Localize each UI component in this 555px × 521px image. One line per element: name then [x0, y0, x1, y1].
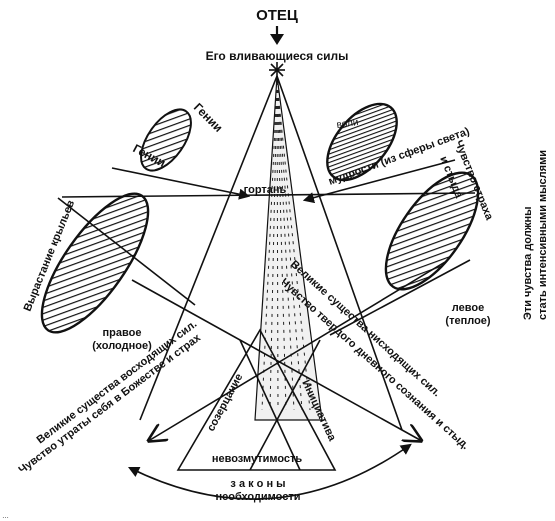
- throat-label: гортань: [244, 184, 287, 196]
- ascending-label-2: Чувство утраты себя в Божестве и страх: [17, 331, 204, 476]
- star-icon: [269, 62, 285, 78]
- title-father: ОТЕЦ: [256, 7, 298, 24]
- equanimity-label: невозмутимость: [212, 453, 303, 465]
- genii-label-1: Гении: [191, 100, 226, 135]
- feelings-label-1: Эти чувства должны: [522, 206, 534, 320]
- left-warm-label: левое: [452, 302, 484, 314]
- father-arrow: [270, 26, 284, 45]
- left-warm-sub: (теплое): [445, 315, 490, 327]
- necessity-label: необходимости: [216, 491, 301, 503]
- inflowing-forces-label: Его вливающиеся силы: [206, 49, 349, 63]
- right-cold-sub: (холодное): [92, 340, 152, 352]
- bottom-fragment-text: …: [2, 513, 9, 520]
- right-cold-label: правое: [103, 327, 142, 339]
- feelings-label-2: стать интенсивными мыслями: [537, 150, 549, 320]
- genii-arrow: [112, 168, 248, 196]
- ellipse-genii: [131, 101, 201, 179]
- laws-label: з а к о н ы: [230, 478, 285, 490]
- light-stream: [255, 76, 322, 420]
